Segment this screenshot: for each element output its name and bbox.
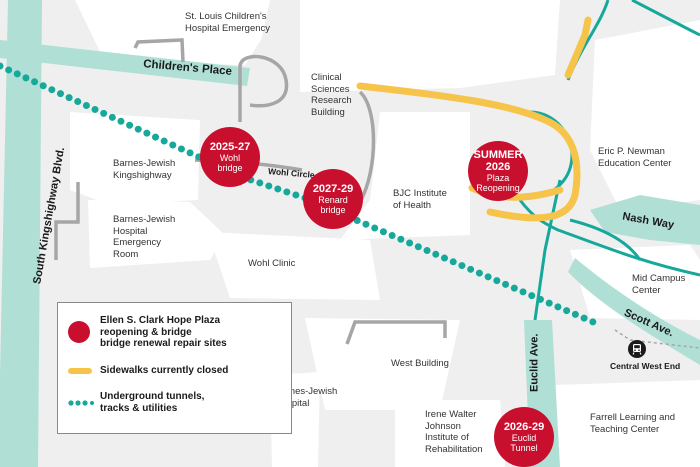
- label-barnes-er: Barnes-Jewish Hospital Emergency Room: [113, 214, 176, 260]
- marker-label: Plaza Reopening: [476, 173, 520, 193]
- marker-years: SUMMER 2026: [473, 149, 523, 173]
- marker-plaza-reopening[interactable]: SUMMER 2026 Plaza Reopening: [468, 141, 528, 201]
- clinical-path: [358, 90, 376, 203]
- label-clinical-sciences: Clinical Sciences Research Building: [311, 72, 352, 118]
- marker-label: Wohl bridge: [217, 153, 243, 173]
- building-kingshighway: [70, 112, 200, 205]
- building-er: [88, 200, 225, 268]
- building-farrell: [555, 380, 700, 467]
- building-newman: [590, 20, 700, 210]
- legend-row-tunnels: Underground tunnels, tracks & utilities: [68, 391, 204, 414]
- street-label-euclid-ave: Euclid Ave.: [528, 333, 541, 392]
- marker-renard-bridge[interactable]: 2027-29 Renard bridge: [303, 169, 363, 229]
- building-north: [300, 0, 560, 92]
- label-metro-station: Central West End: [610, 361, 681, 371]
- sidewalk-swatch: [68, 367, 92, 374]
- sidewalk-plaza: [356, 82, 581, 222]
- drive-loop: [238, 54, 289, 122]
- tunnel-swatch: [68, 399, 94, 406]
- marker-euclid-tunnel[interactable]: 2026-29 Euclid Tunnel: [494, 407, 554, 467]
- label-barnes-hospital: Barnes-Jewish Hospital: [275, 386, 338, 409]
- road-childrens-place: [0, 40, 250, 86]
- train-icon[interactable]: [628, 340, 646, 358]
- repair-site-swatch: [68, 321, 90, 344]
- label-barnes-kingshighway: Barnes-Jewish Kingshighway: [113, 158, 176, 181]
- building-west: [305, 318, 460, 410]
- marker-years: 2026-29: [503, 421, 545, 433]
- legend-label-sidewalks: Sidewalks currently closed: [100, 365, 229, 376]
- legend-row-repair: Ellen S. Clark Hope Plaza reopening & br…: [68, 315, 227, 350]
- west-drive: [345, 320, 447, 345]
- marker-years: 2025-27: [209, 141, 251, 153]
- label-childrens-er: St. Louis Children's Hospital Emergency: [185, 11, 271, 34]
- legend-label-repair: Ellen S. Clark Hope Plaza reopening & br…: [100, 315, 227, 349]
- building-childrens-er: [75, 0, 270, 65]
- road-scott: [568, 258, 700, 365]
- er-drive: [54, 182, 80, 260]
- marker-wohl-bridge[interactable]: 2025-27 Wohl bridge: [200, 127, 260, 187]
- tunnel-dotted: [0, 62, 604, 329]
- label-west-building: West Building: [391, 358, 449, 369]
- label-farrell: Farrell Learning and Teaching Center: [590, 412, 676, 435]
- marker-label: Euclid Tunnel: [510, 433, 538, 453]
- marker-years: 2027-29: [312, 183, 354, 195]
- building-wohl-clinic: [208, 232, 380, 300]
- marker-label: Renard bridge: [318, 195, 348, 215]
- sidewalk-north: [564, 16, 592, 79]
- label-mid-campus: Mid Campus Center: [632, 273, 686, 296]
- drive-childrens: [133, 38, 185, 63]
- utility-nash: [569, 218, 642, 261]
- road-nash-way: [590, 195, 700, 245]
- label-bjc-institute: BJC Institute of Health: [393, 188, 447, 211]
- map-legend: Ellen S. Clark Hope Plaza reopening & br…: [57, 302, 292, 434]
- label-eric-newman: Eric P. Newman Education Center: [598, 146, 672, 169]
- label-wohl-clinic: Wohl Clinic: [248, 258, 296, 269]
- road-kingshighway: [0, 0, 42, 467]
- building-irene: [395, 400, 505, 467]
- label-irene-walter: Irene Walter Johnson Institute of Rehabi…: [425, 409, 483, 455]
- utility-north-2: [631, 0, 700, 37]
- metro-track: [614, 329, 700, 349]
- legend-row-sidewalks: Sidewalks currently closed: [68, 365, 228, 377]
- legend-label-tunnels: Underground tunnels, tracks & utilities: [100, 391, 205, 414]
- building-bjc: [340, 112, 470, 240]
